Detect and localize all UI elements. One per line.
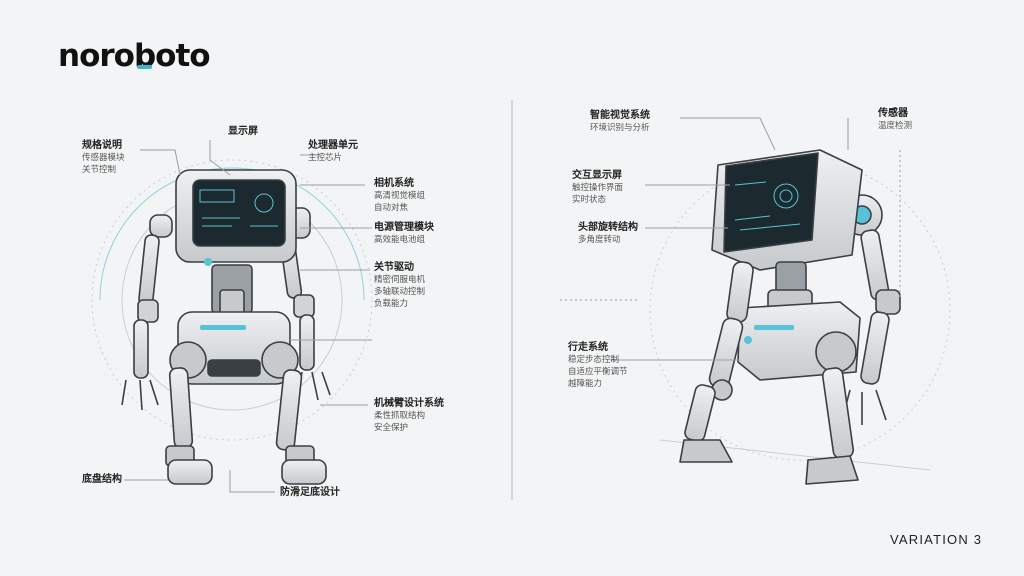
annotation-left-1: 规格说明 传感器模块 关节控制 xyxy=(82,140,125,175)
right-leader-lines xyxy=(560,117,901,361)
annotation-left-5: 电源管理模块 高效能电池组 xyxy=(374,222,434,245)
right-robot xyxy=(679,149,901,485)
logo-accent-letter: b xyxy=(133,38,156,74)
left-robot-leg-right xyxy=(261,341,327,485)
annotation-right-1: 智能视觉系统 环境识别与分析 xyxy=(590,110,650,133)
left-robot xyxy=(121,169,331,485)
left-leader-lines xyxy=(124,140,372,493)
brand-logo: noroboto xyxy=(58,38,211,74)
annotation-left-9: 防滑足底设计 xyxy=(280,487,340,498)
annotation-left-7: 机械臂设计系统 柔性抓取结构 安全保护 xyxy=(374,398,444,433)
annotation-left-8: 底盘结构 xyxy=(82,474,122,485)
left-robot-screen xyxy=(192,179,286,247)
variation-label: VARIATION 3 xyxy=(890,532,983,547)
annotation-right-2: 传感器 温度检测 xyxy=(878,108,913,131)
right-robot-leg-right xyxy=(805,331,859,485)
left-robot-arm-left xyxy=(121,214,173,411)
annotation-left-3: 处理器单元 主控芯片 xyxy=(308,140,358,163)
right-robot-leg-left xyxy=(679,384,733,463)
annotation-left-6: 关节驱动 精密伺服电机 多轴联动控制 负载能力 xyxy=(374,262,426,309)
annotation-left-2: 显示屏 xyxy=(228,126,258,137)
right-robot-arm-left xyxy=(708,261,754,401)
annotation-right-4: 头部旋转结构 多角度转动 xyxy=(578,222,638,245)
annotation-right-3: 交互显示屏 触控操作界面 实时状态 xyxy=(572,170,624,205)
left-robot-leg-left xyxy=(165,341,213,485)
annotation-right-5: 行走系统 稳定步态控制 自适应平衡调节 越障能力 xyxy=(568,342,628,389)
annotation-left-4: 相机系统 高清视觉模组 自动对焦 xyxy=(374,178,426,213)
